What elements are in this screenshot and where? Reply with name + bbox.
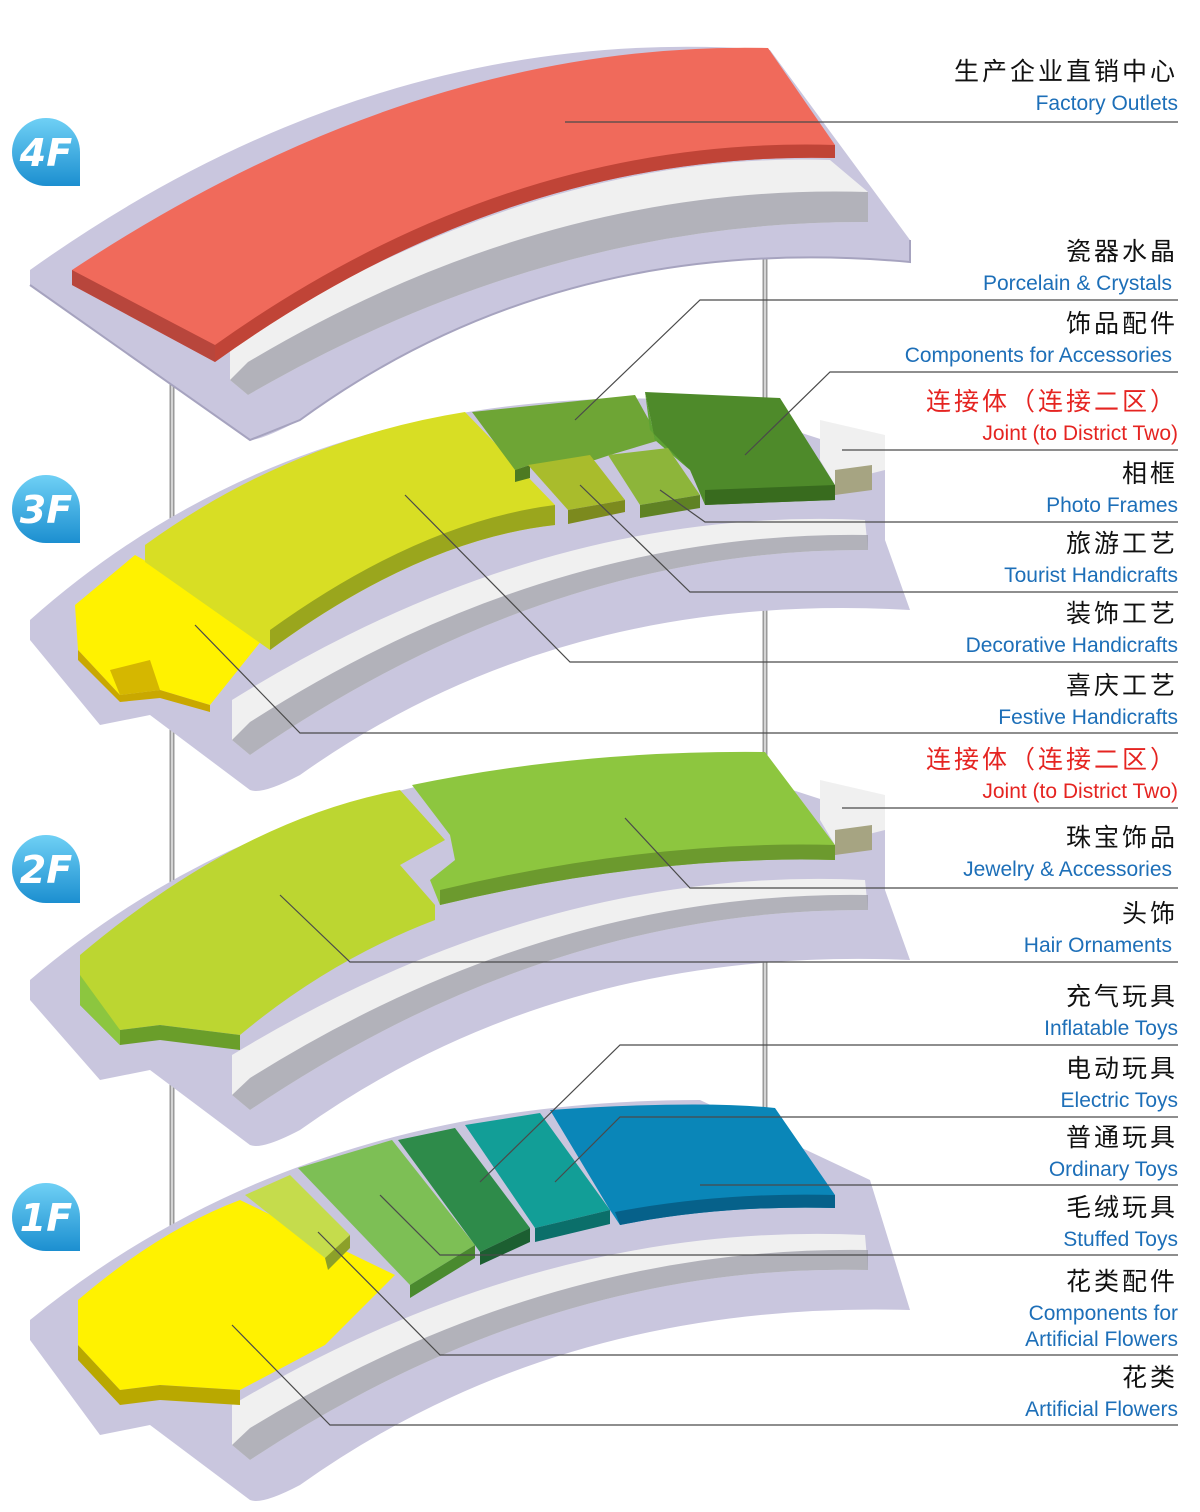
legend-zh-0: 生产企业直销中心 [954, 57, 1178, 86]
legend-en-7: Festive Handicrafts [998, 706, 1178, 729]
floor-badges: 4F 3F 2F 1F [12, 118, 80, 1251]
floor-4f [29, 46, 911, 442]
legend-zh-2: 饰品配件 [1066, 309, 1178, 338]
legend-en-16: Artificial Flowers [1025, 1398, 1178, 1421]
legend-en-11: Inflatable Toys [1044, 1017, 1178, 1040]
zone-decorative-handicrafts [145, 412, 555, 650]
legend-zh-10: 头饰 [1122, 899, 1178, 928]
zone-jewelry-accessories [412, 751, 835, 905]
zone-porcelain-crystals [472, 395, 660, 470]
badge-4f-label: 4F [19, 131, 72, 175]
badge-3f-label: 3F [20, 488, 72, 532]
zone-photo-frames [608, 448, 700, 505]
legend-zh-15: 花类配件 [1066, 1267, 1178, 1296]
legend-en-9: Jewelry & Accessories [963, 858, 1172, 881]
zone-stuffed-toys [298, 1140, 475, 1285]
zone-inflatable-toys [398, 1128, 530, 1252]
legend-zh-6: 装饰工艺 [1066, 599, 1178, 628]
legend-en2-15: Artificial Flowers [1025, 1328, 1178, 1351]
legend-zh-9: 珠宝饰品 [1066, 823, 1178, 852]
zone-electric-toys [465, 1113, 610, 1228]
leader-lines [194, 121, 1178, 1426]
zone-components-accessories [645, 392, 835, 505]
zone-ordinary-toys [550, 1104, 835, 1225]
legend-zh-11: 充气玩具 [1066, 982, 1178, 1011]
legend-en-13: Ordinary Toys [1049, 1158, 1178, 1181]
floor-3f [30, 392, 910, 791]
legend-zh-8: 连接体（连接二区） [926, 745, 1178, 774]
badge-4f[interactable]: 4F [12, 118, 80, 186]
badge-1f[interactable]: 1F [12, 1183, 80, 1251]
floor-1f [30, 1100, 910, 1501]
legend-zh-3: 连接体（连接二区） [926, 387, 1178, 416]
legend-zh-5: 旅游工艺 [1066, 529, 1178, 558]
badge-2f-label: 2F [20, 848, 72, 892]
legend: 生产企业直销中心 Factory Outlets 瓷器水晶 Porcelain … [905, 57, 1178, 1421]
legend-zh-13: 普通玩具 [1066, 1123, 1178, 1152]
legend-en-2: Components for Accessories [905, 344, 1172, 367]
badge-3f[interactable]: 3F [12, 475, 80, 543]
legend-zh-7: 喜庆工艺 [1066, 671, 1178, 700]
legend-zh-14: 毛绒玩具 [1066, 1193, 1178, 1222]
legend-zh-1: 瓷器水晶 [1066, 237, 1178, 266]
legend-en-0: Factory Outlets [1036, 92, 1178, 115]
badge-1f-label: 1F [20, 1196, 72, 1240]
legend-en-6: Decorative Handicrafts [966, 634, 1178, 657]
legend-en-3: Joint (to District Two) [982, 422, 1178, 445]
legend-en-10: Hair Ornaments [1024, 934, 1172, 957]
legend-en-5: Tourist Handicrafts [1004, 564, 1178, 587]
zone-hair-ornaments [80, 790, 445, 1035]
legend-en-12: Electric Toys [1061, 1089, 1178, 1112]
legend-en-15: Components for [1029, 1302, 1178, 1325]
legend-zh-4: 相框 [1122, 459, 1178, 488]
legend-zh-12: 电动玩具 [1066, 1054, 1178, 1083]
badge-2f[interactable]: 2F [12, 835, 80, 903]
support-poles [169, 245, 768, 1315]
zone-tourist-handicrafts [528, 455, 625, 510]
floor-2f [30, 751, 910, 1146]
legend-en-4: Photo Frames [1046, 494, 1178, 517]
zone-factory-outlets [72, 47, 835, 363]
legend-en-14: Stuffed Toys [1063, 1228, 1178, 1251]
legend-en-1: Porcelain & Crystals [983, 272, 1172, 295]
legend-en-8: Joint (to District Two) [982, 780, 1178, 803]
legend-zh-16: 花类 [1122, 1363, 1178, 1392]
